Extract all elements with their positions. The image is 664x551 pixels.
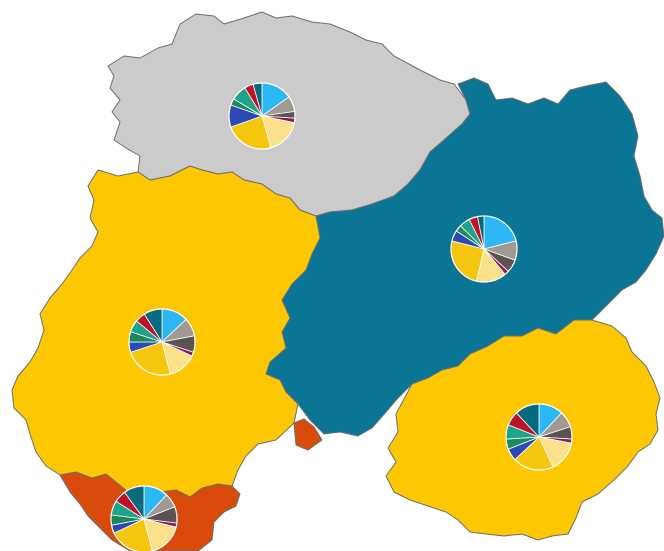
pie-east[interactable] xyxy=(450,215,518,283)
pie-west-ring xyxy=(128,308,196,376)
pie-east-ring xyxy=(450,215,518,283)
pie-layer xyxy=(110,82,573,551)
pie-southeast-ring xyxy=(505,403,573,471)
pie-south[interactable] xyxy=(110,485,178,551)
pie-north-ring xyxy=(228,82,296,150)
pie-north[interactable] xyxy=(228,82,296,150)
pie-south-ring xyxy=(110,485,178,551)
pie-southeast[interactable] xyxy=(505,403,573,471)
pie-west[interactable] xyxy=(128,308,196,376)
